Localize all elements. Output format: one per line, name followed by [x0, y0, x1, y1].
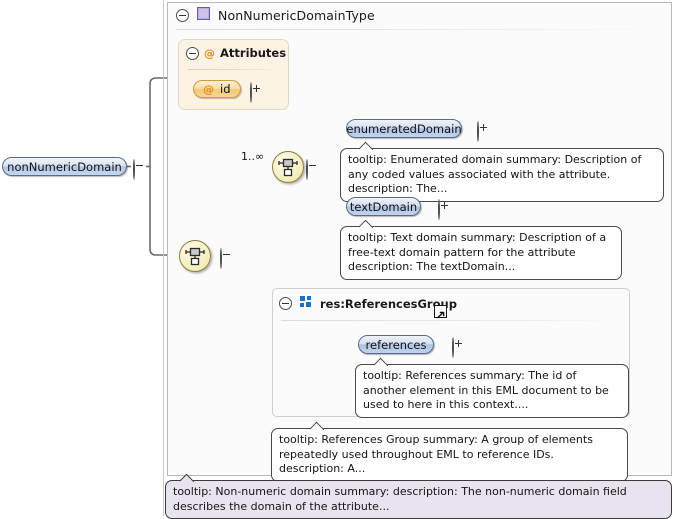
tooltip-text-domain: tooltip: Text domain summary: Descriptio… — [340, 226, 622, 280]
tooltip-text: tooltip: Enumerated domain summary: Desc… — [348, 153, 642, 195]
element-label: textDomain — [349, 199, 418, 214]
attributes-header: @ Attributes — [186, 46, 286, 60]
attributes-divider — [188, 69, 281, 70]
at-symbol-icon: @ — [203, 82, 214, 96]
collapse-choice-lower-icon[interactable] — [220, 248, 222, 269]
element-text-domain[interactable]: textDomain — [346, 197, 421, 216]
element-references[interactable]: references — [358, 335, 434, 354]
choice-compositor-upper[interactable] — [272, 151, 304, 183]
element-label: references — [365, 337, 427, 352]
collapse-choice-upper-icon[interactable] — [306, 159, 308, 180]
expand-attribute-id-icon[interactable] — [250, 82, 252, 103]
tooltip-text: tooltip: Text domain summary: Descriptio… — [348, 231, 607, 273]
collapse-type-icon[interactable] — [176, 9, 189, 22]
references-group-header: res:ReferencesGroup — [279, 294, 457, 313]
tooltip-references: tooltip: References summary: The id of a… — [355, 364, 629, 418]
element-enumerated-domain[interactable]: enumeratedDomain — [346, 119, 462, 138]
type-title: NonNumericDomainType — [218, 8, 375, 23]
choice-compositor-lower[interactable] — [179, 240, 211, 272]
at-symbol-icon: @ — [204, 46, 215, 60]
tooltip-non-numeric-domain: tooltip: Non-numeric domain summary: des… — [165, 480, 672, 519]
attribute-id-label: id — [220, 82, 231, 96]
complex-type-icon — [196, 6, 211, 25]
external-link-icon[interactable] — [434, 305, 447, 319]
tooltip-references-group: tooltip: References Group summary: A gro… — [271, 428, 628, 482]
root-element-label: nonNumericDomain — [7, 159, 122, 174]
collapse-attributes-icon[interactable] — [186, 46, 199, 60]
tooltip-text: tooltip: References Group summary: A gro… — [279, 433, 593, 475]
type-header-divider — [176, 29, 663, 30]
expand-enumerated-domain-icon[interactable] — [477, 121, 479, 142]
model-group-icon — [299, 294, 313, 313]
tooltip-enumerated-domain: tooltip: Enumerated domain summary: Desc… — [340, 148, 664, 202]
element-label: enumeratedDomain — [346, 121, 462, 136]
occurrence-indicator: 1..∞ — [241, 150, 265, 163]
tooltip-text: tooltip: References summary: The id of a… — [363, 369, 609, 411]
collapse-references-group-icon[interactable] — [279, 297, 292, 310]
collapse-root-icon[interactable] — [133, 159, 135, 180]
tooltip-text: tooltip: Non-numeric domain summary: des… — [173, 485, 627, 513]
references-group-label: res:ReferencesGroup — [320, 296, 457, 311]
expand-text-domain-icon[interactable] — [438, 199, 440, 220]
root-element-pill[interactable]: nonNumericDomain — [2, 157, 127, 176]
references-group-divider — [281, 320, 621, 321]
expand-references-icon[interactable] — [452, 337, 454, 358]
attributes-label: Attributes — [220, 46, 287, 60]
attribute-id-pill[interactable]: @ id — [193, 80, 241, 98]
type-header: NonNumericDomainType — [176, 6, 375, 25]
